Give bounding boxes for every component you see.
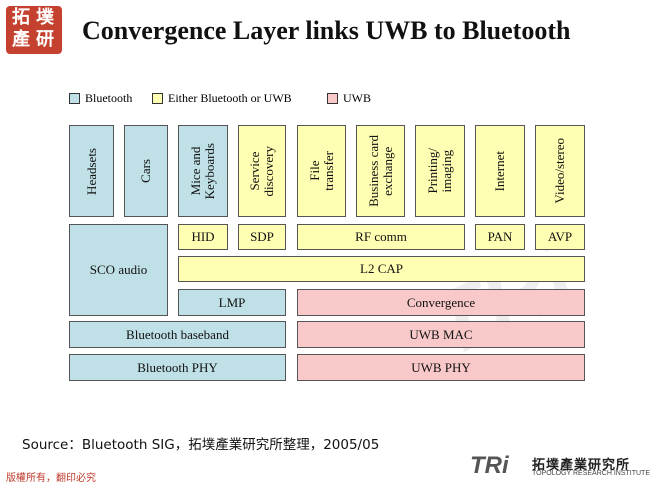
app-mice-keyboards: Mice and Keyboards	[178, 125, 228, 217]
page-title: Convergence Layer links UWB to Bluetooth	[82, 16, 571, 45]
tri-logo: TRi	[470, 452, 509, 479]
logo-char: 產	[12, 29, 30, 50]
app-label: Video/stereo	[552, 138, 567, 204]
legend-swatch	[69, 92, 80, 104]
app-service-discovery: Service discovery	[238, 125, 286, 217]
app-business-card: Business card exchange	[356, 125, 405, 217]
layer-uwb-mac: UWB MAC	[297, 321, 585, 348]
legend-label: Either Bluetooth or UWB	[168, 90, 292, 105]
app-printing-imaging: Printing/ imaging	[415, 125, 465, 217]
logo-char: 研	[36, 29, 54, 50]
logo-char: 墣	[36, 7, 54, 28]
logo-char: 拓	[12, 7, 30, 28]
app-video-stereo: Video/stereo	[535, 125, 585, 217]
copyright-footer: 版權所有，翻印必究	[6, 473, 96, 484]
app-file-transfer: File transfer	[297, 125, 346, 217]
tri-english-name: TOPOLOGY RESEARCH INSTITUTE	[532, 470, 650, 477]
layer-rfcomm: RF comm	[297, 224, 465, 250]
app-label: Headsets	[83, 147, 99, 195]
app-label: Printing/ imaging	[425, 148, 454, 194]
layer-lmp: LMP	[178, 289, 286, 316]
legend-label: UWB	[343, 90, 371, 105]
layer-uwb-phy: UWB PHY	[297, 354, 585, 381]
layer-l2cap: L2 CAP	[178, 256, 585, 282]
app-cars: Cars	[124, 125, 168, 217]
app-label: File transfer	[306, 151, 336, 191]
app-internet: Internet	[475, 125, 525, 217]
legend-item-either: Either Bluetooth or UWB	[152, 91, 292, 105]
legend-item-uwb: UWB	[327, 91, 371, 105]
app-label: Internet	[492, 150, 507, 192]
layer-pan: PAN	[475, 224, 525, 250]
layer-avp: AVP	[535, 224, 585, 250]
legend-swatch	[152, 92, 163, 104]
legend-label: Bluetooth	[85, 90, 133, 105]
layer-bluetooth-baseband: Bluetooth baseband	[69, 321, 286, 348]
source-note: Source：Bluetooth SIG，拓墣產業研究所整理，2005/05	[22, 437, 380, 453]
tri-name: 拓墣產業研究所	[532, 458, 631, 473]
app-label: Cars	[138, 159, 153, 183]
app-label: Service discovery	[247, 145, 276, 197]
layer-convergence: Convergence	[297, 289, 585, 316]
legend-swatch	[327, 92, 338, 104]
layer-sco-audio: SCO audio	[69, 224, 168, 316]
app-label: Mice and Keyboards	[188, 142, 217, 200]
layer-bluetooth-phy: Bluetooth PHY	[69, 354, 286, 381]
logo: 拓 墣 產 研	[6, 6, 62, 54]
legend-item-bluetooth: Bluetooth	[69, 91, 132, 105]
app-headsets: Headsets	[69, 125, 114, 217]
layer-hid: HID	[178, 224, 228, 250]
app-label: Business card exchange	[365, 135, 395, 207]
layer-sdp: SDP	[238, 224, 286, 250]
